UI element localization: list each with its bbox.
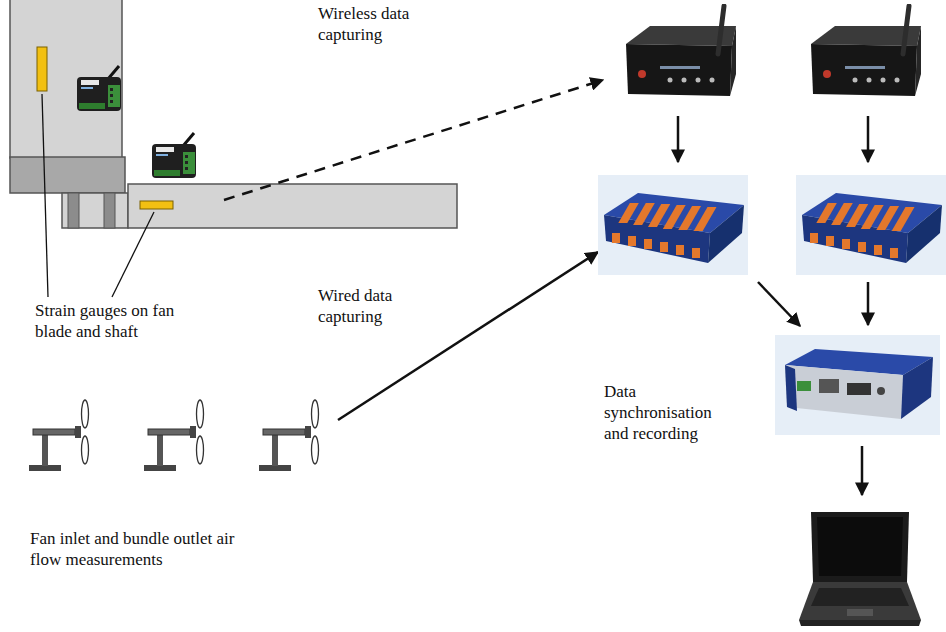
daq-module xyxy=(598,175,748,275)
wireless-receiver xyxy=(805,4,925,104)
wireless-node xyxy=(77,66,121,111)
strain-gauge xyxy=(37,47,47,91)
anemometer xyxy=(29,400,89,471)
fan-structure xyxy=(10,0,457,228)
caption-label: Fan inlet and bundle outlet air flow mea… xyxy=(30,528,245,570)
callout-label: Strain gauges on fan blade and shaft xyxy=(35,300,180,342)
leader-line xyxy=(112,212,154,297)
leader-line xyxy=(42,94,48,297)
anemometer xyxy=(144,400,204,471)
arrow-label: Wired data capturing xyxy=(318,285,422,327)
wireless-node xyxy=(152,133,196,178)
flow-arrow xyxy=(678,116,868,495)
strain-gauge xyxy=(140,201,173,209)
device-label: Data synchronisation and recording xyxy=(604,381,734,444)
wireless-arrow xyxy=(224,80,603,200)
anemometer xyxy=(259,400,319,471)
laptop xyxy=(799,512,921,626)
arrow-label: Wireless data capturing xyxy=(318,3,436,45)
wired-arrow xyxy=(338,252,598,420)
daq-module xyxy=(796,175,946,275)
wireless-receiver xyxy=(620,4,740,104)
data-recorder xyxy=(775,335,940,435)
